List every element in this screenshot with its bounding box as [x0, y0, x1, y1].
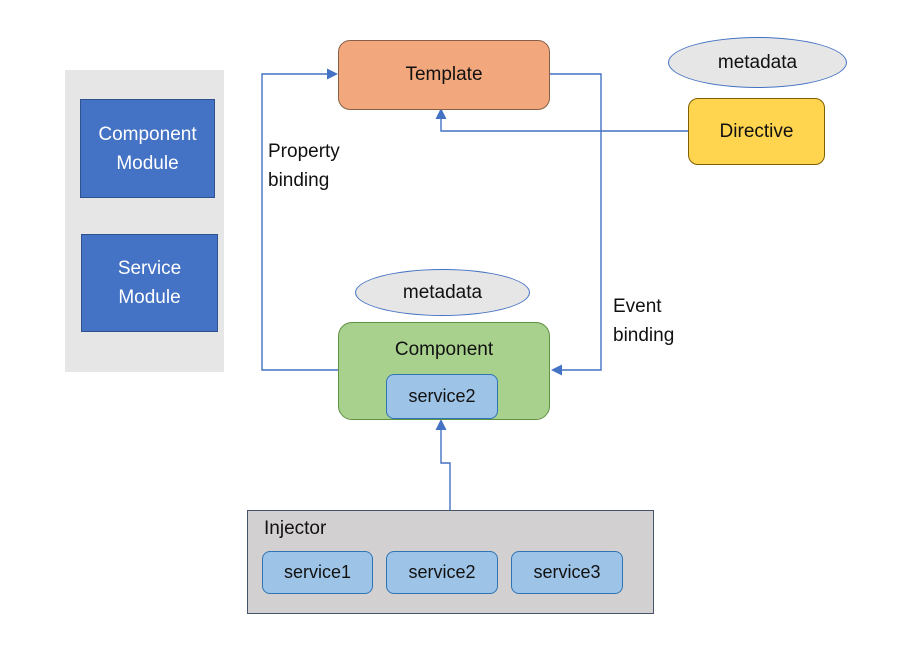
component-node: Component service2: [338, 322, 550, 420]
metadata-ellipse-component: metadata: [355, 269, 530, 316]
event-binding-label: Event binding: [613, 292, 674, 350]
component-module-box: Component Module: [80, 99, 215, 198]
event-binding-connector: [548, 73, 602, 376]
event-binding-line2: binding: [613, 325, 675, 346]
component-service-label: service2: [408, 386, 476, 406]
injector-label: Injector: [264, 518, 327, 539]
property-binding-line1: Property: [268, 141, 340, 162]
component-module-label-line1: Component: [98, 123, 197, 145]
service1-label: service1: [283, 562, 352, 582]
service-chip-2: service2: [386, 551, 498, 594]
component-service-chip: service2: [386, 374, 498, 419]
property-binding-label: Property binding: [268, 137, 340, 195]
service-chip-3: service3: [511, 551, 623, 594]
service-chip-1: service1: [262, 551, 373, 594]
template-node: Template: [338, 40, 550, 110]
injector-panel: Injector service1 service2 service3: [247, 510, 654, 614]
property-binding-connector: [261, 68, 338, 371]
metadata-ellipse-directive: metadata: [668, 37, 847, 88]
property-binding-line2: binding: [268, 170, 330, 191]
service2-label: service2: [408, 562, 476, 582]
injector-to-service-connector: [435, 419, 451, 510]
service-module-label-line2: Module: [118, 287, 181, 308]
service-module-label-line1: Service: [117, 258, 182, 279]
event-binding-line1: Event: [613, 296, 662, 317]
metadata-component-label: metadata: [402, 281, 483, 303]
directive-label: Directive: [719, 120, 794, 142]
service-module-box: Service Module: [81, 234, 218, 332]
service3-label: service3: [533, 562, 601, 582]
template-label: Template: [405, 64, 483, 85]
directive-to-template-connector: [435, 108, 688, 132]
component-module-label-line2: Module: [116, 152, 179, 174]
component-label: Component: [394, 339, 494, 360]
metadata-directive-label: metadata: [717, 51, 798, 73]
directive-node: Directive: [688, 98, 825, 165]
